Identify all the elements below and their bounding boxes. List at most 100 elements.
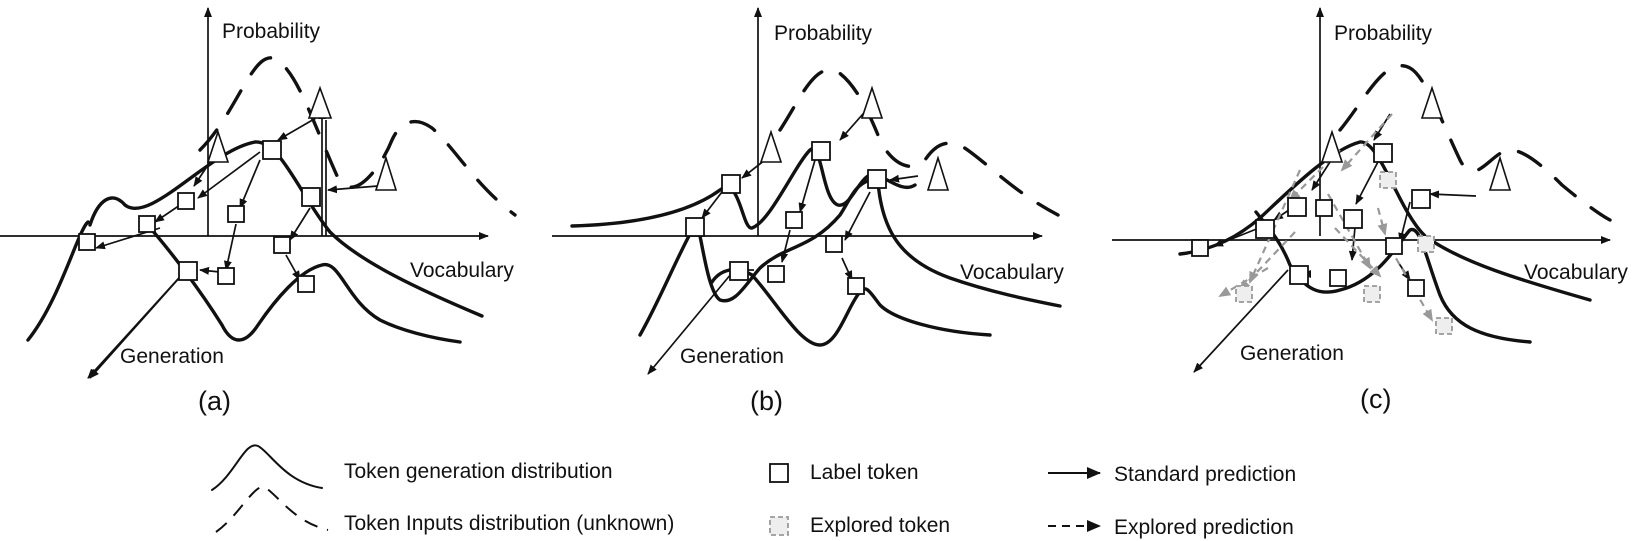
legend: Token generation distribution Token Inpu… [211,444,1296,539]
standard-prediction-arrow [1429,190,1477,199]
inputs-distribution-curve [778,68,1060,217]
vocabulary-axis-label: Vocabulary [410,259,514,282]
input-tokens [759,85,950,191]
panel-a: Probability Vocabulary Generation (a) [0,7,517,416]
label-token [1289,265,1309,285]
explored-token [1417,235,1435,253]
label-token [729,261,749,281]
dashed-curve-icon [215,485,329,533]
legend-item-label-token: Label token [769,461,919,484]
standard-prediction-arrow [199,266,221,275]
label-token [273,236,291,254]
inputs-distribution-curve [1338,64,1612,222]
label-token [177,192,195,210]
label-token [178,261,198,281]
explored-prediction-arrow [1248,169,1302,284]
prediction-arrows [87,109,379,379]
label-token [227,205,245,223]
panel-b: Probability Vocabulary Generation (b) [552,7,1064,416]
explored-prediction-arrow [1238,231,1296,292]
standard-prediction-arrow [780,229,791,263]
generation-distribution-curve [88,140,484,318]
label-token [811,141,831,161]
panel-caption: (c) [1360,384,1391,414]
standard-prediction-arrow [1398,201,1411,243]
generation-distribution-curve [710,267,992,347]
generation-distribution-curve [638,178,872,337]
explored-token [1363,285,1381,303]
standard-prediction-arrow [277,117,317,141]
generation-distribution-curve [143,220,462,344]
label-token [301,187,321,207]
input-tokens [206,85,398,191]
input-token-triangle [374,155,398,191]
standard-prediction-arrow [327,185,379,194]
standard-prediction-arrow [193,161,211,187]
label-token [1407,279,1425,297]
label-token-icon [769,463,789,483]
generation-distribution-curve [570,147,917,230]
legend-label: Token generation distribution [344,460,613,483]
legend-item-inputs-distribution: Token Inputs distribution (unknown) [215,485,674,535]
vocabulary-axis-label: Vocabulary [960,261,1064,284]
input-token-triangle [1420,85,1444,119]
axes-c [1112,7,1611,373]
generation-axis-label: Generation [120,345,224,368]
legend-label: Label token [810,461,919,484]
label-token [78,233,96,251]
standard-prediction-arrow [1355,157,1381,205]
label-token [1255,219,1275,239]
label-token [217,267,235,285]
label-token [785,211,803,229]
standard-prediction-arrow [87,267,189,379]
label-token [825,235,843,253]
standard-prediction-arrow [1311,161,1331,191]
legend-item-explored-token: Explored token [769,514,950,537]
explored-tokens [1235,171,1453,335]
legend-label: Token Inputs distribution (unknown) [344,512,674,535]
label-tokens [78,140,321,293]
label-token [1315,199,1333,217]
inputs-distribution-curve [198,56,517,217]
input-token-triangle [1488,155,1512,191]
label-token [1411,189,1431,209]
standard-prediction-arrow [239,159,261,209]
legend-item-explored-prediction: Explored prediction [1048,516,1294,539]
explored-prediction-arrow [1376,207,1388,236]
panel-caption: (a) [198,386,231,416]
label-token [1343,209,1363,229]
input-token-triangle [206,129,230,163]
label-token [1373,143,1393,163]
prediction-arrows [1213,113,1477,281]
label-token [138,215,156,233]
legend-item-standard-prediction: Standard prediction [1048,463,1296,486]
input-token-triangle [860,85,884,119]
explored-prediction-arrow [1334,227,1382,278]
label-token [721,174,741,194]
standard-prediction-arrow [289,207,311,241]
label-token [1287,197,1307,217]
label-token [1329,269,1347,287]
generation-distribution-curve [876,180,1062,308]
legend-label: Explored token [810,514,950,537]
label-token [685,217,705,237]
generation-axis-label: Generation [680,345,784,368]
explored-prediction-arrow [1327,193,1371,270]
standard-prediction-arrow [224,223,237,271]
label-tokens [685,141,887,295]
explored-token [1235,285,1253,303]
panel-c: Probability Vocabulary Generation (c) [1112,7,1628,414]
generation-distribution-curve [26,220,90,342]
explored-prediction-arrow [1340,113,1393,172]
legend-label: Explored prediction [1114,516,1294,539]
probability-axis-label: Probability [222,20,321,43]
label-token [262,140,282,160]
standard-prediction-arrow [841,257,853,281]
input-tokens [1320,85,1512,191]
axes-b [552,7,1043,375]
explored-token [1435,317,1453,335]
probability-axis-label: Probability [774,22,873,45]
label-token [847,277,865,295]
generation-axis-label: Generation [1240,342,1344,365]
